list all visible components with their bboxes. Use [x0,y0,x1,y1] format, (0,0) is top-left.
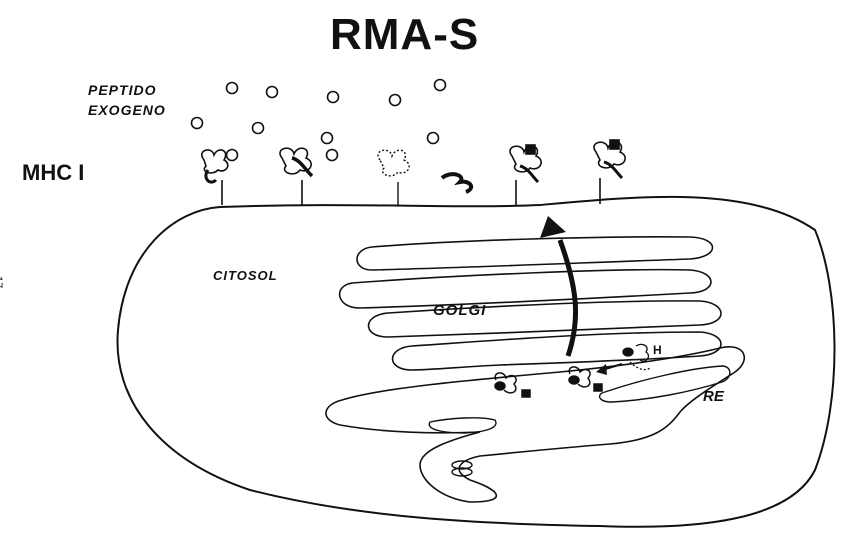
h-label: H [653,343,662,357]
golgi-label: GOLGI [433,302,486,319]
peptide-circle-icon [328,92,339,103]
peptide-circle-icon [227,83,238,94]
peptide-circle-icon [390,95,401,106]
free-heavy-chain [442,174,471,192]
golgi-cisterna-4 [393,332,722,370]
mhc-molecule-icon [594,140,625,204]
endoplasmic-reticulum [326,347,744,502]
transport-arrowhead [540,216,566,238]
peptide-circle-icon [267,87,278,98]
citosol-label: CITOSOL [213,268,278,283]
mhc-molecule-icon [378,150,409,206]
mhc-molecule-icon [202,150,228,205]
page-title: RMA-S [330,10,479,60]
peptide-circle-icon [253,123,264,134]
golgi-cisterna-1 [357,237,713,270]
peptide-circle-icon [428,133,439,144]
loading-arrowhead [596,364,607,375]
mhc-label: MHC I [22,160,84,186]
mhc-molecule-icon [280,148,312,206]
page-number: 17 [0,276,4,288]
exogeno-label: EXOGENO [88,102,166,118]
peptide-circle-icon [327,150,338,161]
peptide-circle-icon [435,80,446,91]
transport-arrow-icon [560,240,576,356]
mhc-molecule-icon [510,145,541,206]
peptido-label: PEPTIDO [88,82,156,98]
cell-membrane [117,197,834,527]
peptide-circle-icon [322,133,333,144]
er-tubule [429,418,496,433]
re-label: RE [703,388,724,405]
golgi-cisterna-2 [340,270,711,308]
peptide-circle-icon [192,118,203,129]
exogenous-peptides [192,80,446,161]
er-tap-complex [623,344,650,369]
peptide-circle-icon [227,150,238,161]
